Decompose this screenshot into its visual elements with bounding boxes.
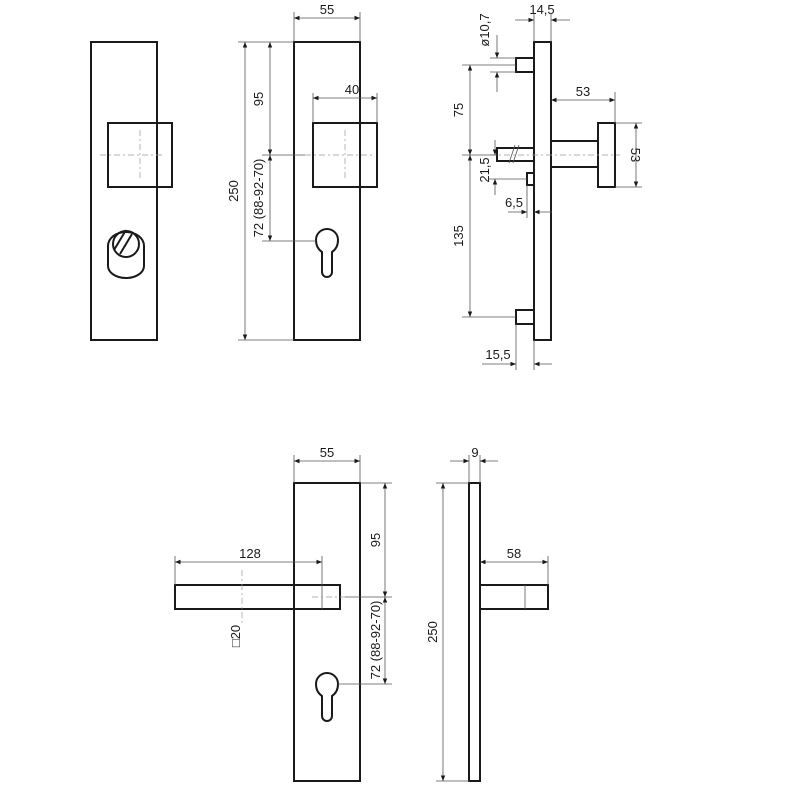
- dim-offset: 21,5: [477, 157, 492, 182]
- dim-plate-thickness: 14,5: [529, 2, 554, 17]
- dim-base: 15,5: [485, 347, 510, 362]
- side-view-lever-plate: 9 250 58: [425, 445, 549, 782]
- dim-knob-diameter: 53: [628, 148, 643, 162]
- dim-plate-thickness: 9: [471, 445, 478, 460]
- dim-knob-width: 40: [345, 82, 359, 97]
- dim-height: 250: [425, 621, 440, 643]
- square-knob: [107, 122, 173, 188]
- thumb-turn-icon: [107, 229, 145, 279]
- dim-knob-from-top: 95: [251, 92, 266, 106]
- front-view-knob-plate-dimensioned: 55 250 95 72 (88-92-70) 40: [226, 2, 378, 341]
- dim-knob-to-bottom: 135: [451, 225, 466, 247]
- dim-cylinder-distance: 72 (88-92-70): [368, 601, 383, 680]
- front-view-knob-plate-plain: [90, 41, 173, 341]
- front-view-lever-plate: 55 128 □20 95 72 (88-92-70): [174, 445, 392, 782]
- dim-top-to-knob: 75: [451, 103, 466, 117]
- dim-width: 55: [320, 445, 334, 460]
- dim-cylinder-distance: 72 (88-92-70): [251, 159, 266, 238]
- dim-height: 250: [226, 180, 241, 202]
- side-view-knob-plate: 14,5 ø10,7 75 53 53 21,5 6,5 1: [451, 2, 643, 370]
- dim-lever-section: □20: [228, 625, 243, 647]
- dim-lever-projection: 58: [507, 546, 521, 561]
- dim-pin: 6,5: [505, 195, 523, 210]
- dim-knob-projection: 53: [576, 84, 590, 99]
- dim-lever-length: 128: [239, 546, 261, 561]
- dim-width: 55: [320, 2, 334, 17]
- dim-handle-from-top: 95: [368, 533, 383, 547]
- cylinder-cutout: [314, 228, 340, 278]
- dim-spindle-diameter: ø10,7: [477, 13, 492, 46]
